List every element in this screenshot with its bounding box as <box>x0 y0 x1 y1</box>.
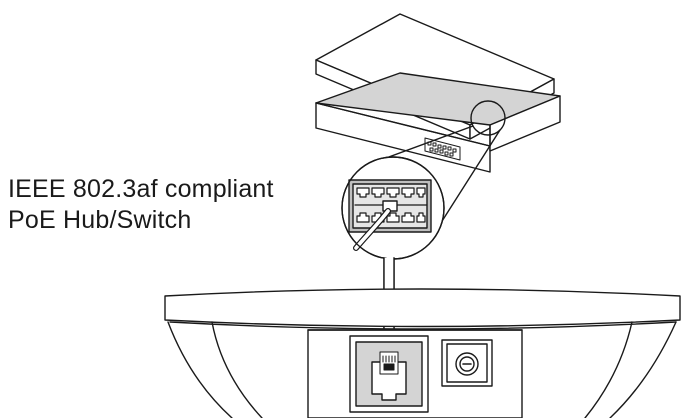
switch-base <box>315 72 561 173</box>
zoom-connector <box>377 125 501 230</box>
poe-switch <box>315 13 561 173</box>
zoom-source-circle <box>470 100 506 136</box>
caption-line-1: IEEE 802.3af compliant <box>8 175 274 203</box>
magnified-port-view <box>341 156 445 260</box>
rj45-plug <box>379 351 399 375</box>
magnified-port-row <box>354 187 428 223</box>
switch-caption: IEEE 802.3af compliant PoE Hub/Switch <box>8 174 274 236</box>
rj45-port <box>349 335 429 413</box>
caption-line-2: PoE Hub/Switch <box>8 206 192 234</box>
dc-power-jack <box>441 339 493 387</box>
